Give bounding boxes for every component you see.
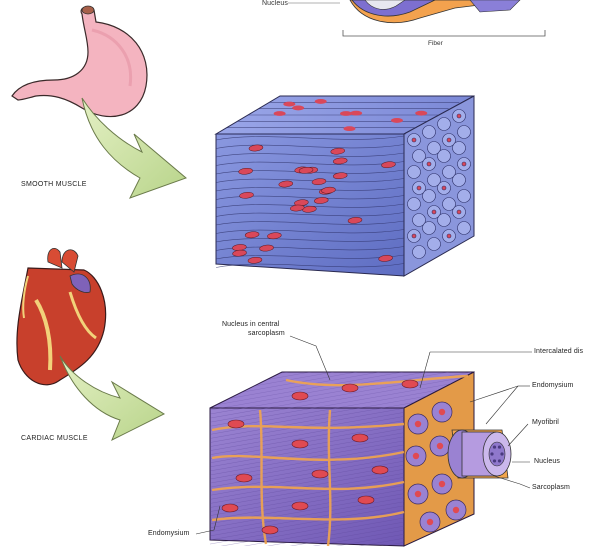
protruding-myofibril bbox=[448, 430, 511, 478]
endomysium-bottom-label: Endomysium bbox=[148, 530, 189, 537]
cardiac-nucleus bbox=[312, 470, 328, 478]
smooth-cell-section bbox=[408, 166, 421, 179]
smooth-cell-nucleus bbox=[412, 234, 416, 238]
cardiac-nucleus bbox=[342, 384, 358, 392]
smooth-cell-nucleus bbox=[417, 186, 421, 190]
cardiac-nucleus bbox=[262, 526, 278, 534]
nucleus-in-central-sarcoplasm-label: Nucleus in central bbox=[222, 321, 279, 328]
myofibril-label: Myofibril bbox=[532, 419, 559, 426]
heart-illustration bbox=[17, 248, 106, 384]
cardiac-fiber-nucleus bbox=[437, 443, 443, 449]
cardiac-nucleus bbox=[236, 474, 252, 482]
cardiac-muscle-label: CARDIAC MUSCLE bbox=[21, 435, 88, 442]
myofibril-dot bbox=[498, 459, 501, 462]
endomysium-right-label: Endomysium bbox=[532, 382, 573, 389]
myofibril-dot bbox=[493, 459, 496, 462]
smooth-cell-section bbox=[423, 126, 436, 139]
top-nucleus-label: Nucleus bbox=[262, 0, 288, 7]
smooth-nucleus bbox=[315, 99, 327, 104]
cardiac-nucleus bbox=[292, 440, 308, 448]
smooth-cell-section bbox=[423, 190, 436, 203]
smooth-cell-nucleus bbox=[457, 210, 461, 214]
cardiac-fiber-nucleus bbox=[453, 507, 459, 513]
nucleus-in-central-sarcoplasm-label-2: sarcoplasm bbox=[248, 330, 285, 337]
smooth-cell-section bbox=[438, 118, 451, 131]
smooth-muscle-label: SMOOTH MUSCLE bbox=[21, 181, 87, 188]
smooth-cell-nucleus bbox=[412, 138, 416, 142]
smooth-cell-section bbox=[423, 222, 436, 235]
cardiac-nucleus bbox=[352, 434, 368, 442]
fiber-label: Fiber bbox=[428, 40, 444, 47]
smooth-nucleus bbox=[391, 118, 403, 123]
smooth-cell-nucleus bbox=[457, 114, 461, 118]
skeletal-fiber-fragment bbox=[343, 0, 545, 36]
smooth-nucleus bbox=[292, 106, 304, 111]
cardiac-nucleus bbox=[292, 392, 308, 400]
smooth-cell-section bbox=[428, 238, 441, 251]
intercalated-disc-label: Intercalated dis bbox=[534, 348, 583, 355]
smooth-muscle-block bbox=[216, 96, 474, 276]
cardiac-nucleus bbox=[402, 380, 418, 388]
cardiac-nucleus bbox=[222, 504, 238, 512]
smooth-cell-section bbox=[438, 150, 451, 163]
smooth-nucleus bbox=[274, 111, 286, 116]
smooth-nucleus bbox=[415, 111, 427, 116]
smooth-cell-nucleus bbox=[462, 162, 466, 166]
smooth-cell-nucleus bbox=[442, 186, 446, 190]
smooth-cell-nucleus bbox=[447, 138, 451, 142]
cardiac-fiber-nucleus bbox=[415, 491, 421, 497]
smooth-nucleus bbox=[340, 111, 352, 116]
cardiac-fiber-nucleus bbox=[439, 481, 445, 487]
smooth-cell-section bbox=[408, 198, 421, 211]
myofibril-dot bbox=[490, 452, 493, 455]
myofibril-dot bbox=[498, 445, 501, 448]
cardiac-nucleus bbox=[372, 466, 388, 474]
cardiac-nucleus bbox=[228, 420, 244, 428]
stomach-illustration bbox=[12, 6, 147, 117]
smooth-cell-section bbox=[458, 222, 471, 235]
smooth-cell-nucleus bbox=[447, 234, 451, 238]
cardiac-nucleus bbox=[358, 496, 374, 504]
smooth-nucleus bbox=[283, 102, 295, 107]
smooth-cell-section bbox=[438, 214, 451, 227]
sarcoplasm-label: Sarcoplasm bbox=[532, 484, 570, 491]
smooth-cell-section bbox=[458, 190, 471, 203]
cardiac-fiber-nucleus bbox=[413, 453, 419, 459]
cardiac-fiber-nucleus bbox=[427, 519, 433, 525]
cardiac-fiber-nucleus bbox=[439, 409, 445, 415]
cardiac-muscle-block bbox=[210, 372, 474, 546]
myofibril-dot bbox=[500, 452, 503, 455]
smooth-cell-section bbox=[458, 126, 471, 139]
nucleus-label: Nucleus bbox=[534, 458, 560, 465]
smooth-cell-section bbox=[453, 174, 466, 187]
cardiac-nucleus bbox=[292, 502, 308, 510]
smooth-cell-nucleus bbox=[427, 162, 431, 166]
cardiac-fiber-nucleus bbox=[415, 421, 421, 427]
myofibril-dot bbox=[493, 445, 496, 448]
smooth-cell-section bbox=[413, 246, 426, 259]
smooth-nucleus bbox=[343, 126, 355, 131]
smooth-cell-section bbox=[453, 142, 466, 155]
smooth-cell-nucleus bbox=[432, 210, 436, 214]
